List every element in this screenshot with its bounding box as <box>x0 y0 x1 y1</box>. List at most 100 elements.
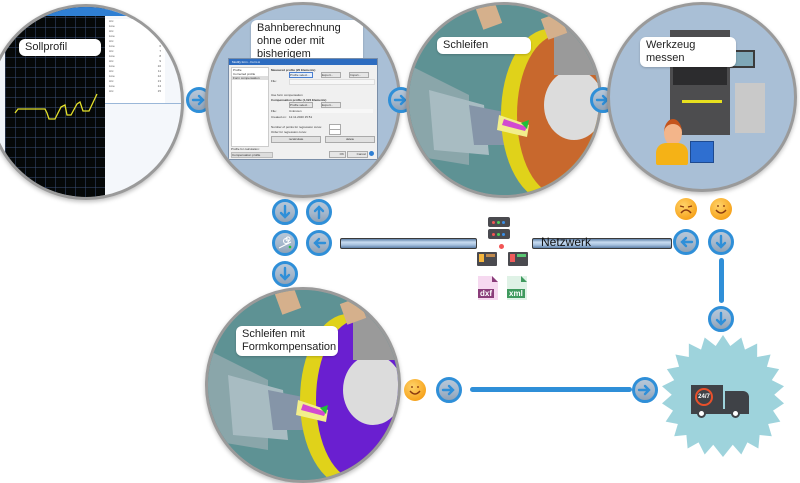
ok-button[interactable]: OK <box>329 151 346 158</box>
connector-right-vertical <box>719 258 724 303</box>
step-label-schleifen-formkompensation: Schleifen mit Formkompensation <box>236 326 338 356</box>
arrow-left-button-2[interactable] <box>673 229 699 255</box>
cad-list-item[interactable]: Arc 11 <box>105 69 165 74</box>
cad-list-item[interactable]: Line 2 <box>105 24 165 29</box>
cad-list-item-type: Arc <box>109 69 114 73</box>
network-pipe-right: Netzwerk <box>532 235 672 249</box>
nav-item-profile[interactable]: Profile <box>233 68 242 72</box>
comp-profile-heading: Compensation profile (1,024 Elements) <box>271 98 327 102</box>
file-field[interactable] <box>289 79 375 85</box>
recalculate-button[interactable]: recalculate <box>271 136 321 143</box>
cad-list-item-type: Arc <box>109 19 114 23</box>
arrow-up-button[interactable] <box>306 199 332 225</box>
operator-icon <box>656 119 688 169</box>
import-button[interactable]: Import... <box>349 72 369 78</box>
cad-canvas <box>5 7 105 197</box>
comp-file-value: Unknown <box>289 109 373 113</box>
cad-list-item-number: 2 <box>159 24 161 28</box>
arrow-right-button-5[interactable] <box>632 377 658 403</box>
cad-hline <box>105 103 181 104</box>
step-bahnberechnung[interactable]: Bahnberechnung ohne oder mit bisherigem … <box>205 2 401 198</box>
order-spinner[interactable] <box>329 129 341 135</box>
nav-item-corrected-profile[interactable]: Corrected profile <box>233 72 256 76</box>
profile-select-button[interactable]: Profile select... <box>289 72 313 78</box>
cad-list-item-type: Arc <box>109 49 114 53</box>
cad-list-item-number: 11 <box>157 69 161 73</box>
comp-profile-select-button[interactable]: Profile select... <box>289 102 313 108</box>
cancel-button[interactable]: Cancel <box>347 151 368 158</box>
server-icon <box>488 217 510 239</box>
happy-face-icon <box>710 198 732 220</box>
arrow-down-button-left-2[interactable] <box>272 261 298 287</box>
connector-bottom-horizontal <box>470 387 632 392</box>
dxf-file-icon[interactable]: dxf <box>478 276 498 300</box>
export-button[interactable]: Export... <box>321 72 341 78</box>
arrow-right-icon <box>637 384 651 396</box>
cad-list-item-type: Arc <box>109 29 114 33</box>
cad-list-item-number: 13 <box>157 79 161 83</box>
comp-export-button[interactable]: Export... <box>321 102 341 108</box>
xml-file-icon[interactable]: xml <box>507 276 527 300</box>
measuring-machine-illustration <box>670 30 765 135</box>
cad-left-toolbar <box>0 57 5 167</box>
network-node <box>499 244 504 249</box>
cad-list-item[interactable]: Arc 7 <box>105 49 165 54</box>
arrow-down-button-right-1[interactable] <box>708 229 734 255</box>
delivery-truck-icon: 24/7 <box>691 385 755 418</box>
cad-list-item-number: 8 <box>159 54 161 58</box>
cad-list-item[interactable]: Line 12 <box>105 74 165 79</box>
happy-face-icon-bottom <box>404 379 426 401</box>
delete-button[interactable]: delete <box>325 136 375 143</box>
step-label-schleifen: Schleifen <box>437 37 531 54</box>
cad-list-item-number: 7 <box>159 49 161 53</box>
cad-list-item-type: Line <box>109 24 115 28</box>
arrow-right-icon <box>191 94 205 106</box>
arrow-down-button-right-2[interactable] <box>708 306 734 332</box>
help-icon[interactable] <box>369 151 374 156</box>
cad-list-item-type: Line <box>109 34 115 38</box>
cad-list-item-type: Arc <box>109 79 114 83</box>
profile-for-calc-label: Profile for calculation: <box>231 147 260 151</box>
arrow-left-button-1[interactable] <box>306 230 332 256</box>
grinding-illustration <box>409 5 599 195</box>
computer-icon <box>690 141 714 163</box>
cad-list-item[interactable]: Arc 3 <box>105 29 165 34</box>
cad-list-item-type: Line <box>109 74 115 78</box>
arrow-right-button-4[interactable] <box>436 377 462 403</box>
arrow-right-icon <box>441 384 455 396</box>
xml-file-label: xml <box>507 289 525 298</box>
delivery-badge[interactable]: 24/7 <box>662 335 784 457</box>
created-on-label: Created on: <box>271 115 287 119</box>
step-werkzeug-messen[interactable]: Werkzeug messen <box>607 2 797 192</box>
workstation-icon-2 <box>508 252 528 266</box>
profile-compensation-button[interactable] <box>272 230 298 256</box>
nav-item-form-compensation[interactable]: Form compensation <box>232 76 268 80</box>
step-label-sollprofil: Sollprofil <box>19 39 101 56</box>
arrow-left-icon <box>680 236 694 248</box>
profile-for-calc-select[interactable]: Compensation profile <box>231 152 273 158</box>
cad-list-item-number: 12 <box>157 74 161 78</box>
cad-list-item-number: 5 <box>159 39 161 43</box>
cad-list-item-number: 14 <box>157 84 161 88</box>
comp-file-label: File: <box>271 109 277 113</box>
step-schleifen-formkompensation[interactable]: Schleifen mit Formkompensation <box>205 287 401 483</box>
network-pipe-left <box>340 238 477 249</box>
num-points-label: Number of points for regression curve: <box>271 125 323 129</box>
step-label-werkzeug-messen: Werkzeug messen <box>640 37 736 67</box>
cad-list-item-number: 10 <box>157 64 161 68</box>
cad-list-item-number: 3 <box>159 29 161 33</box>
use-form-comp-checkbox[interactable]: Use form compensation <box>271 93 303 97</box>
arrow-down-button-left-1[interactable] <box>272 199 298 225</box>
step-schleifen[interactable]: Schleifen <box>406 2 602 198</box>
cad-list-item[interactable]: Arc 13 <box>105 79 165 84</box>
